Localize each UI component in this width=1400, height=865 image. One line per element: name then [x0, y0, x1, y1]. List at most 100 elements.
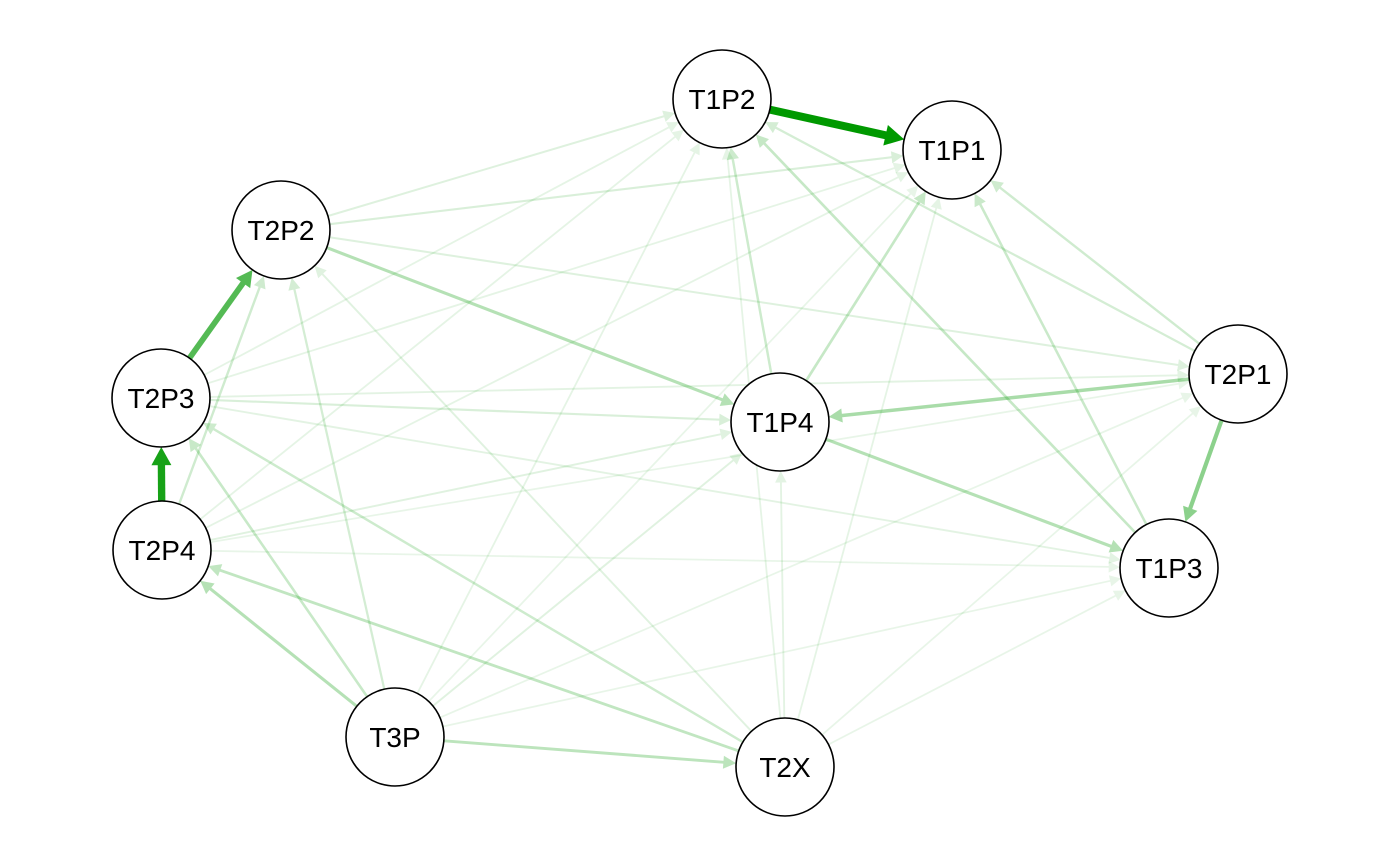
node-circle[interactable]	[902, 100, 1002, 200]
edge-T2X-T2P3	[203, 422, 744, 744]
node-t2p3[interactable]: T2P3	[111, 348, 211, 448]
node-t1p2[interactable]: T1P2	[672, 49, 772, 149]
node-circle[interactable]	[1119, 518, 1219, 618]
arrowhead	[1183, 505, 1198, 522]
edge-line	[805, 200, 921, 382]
node-t2x[interactable]: T2X	[735, 717, 835, 817]
node-t1p3[interactable]: T1P3	[1119, 518, 1219, 618]
edge-T2P3-T2P2	[187, 269, 253, 360]
node-t1p4[interactable]: T1P4	[730, 372, 830, 472]
edge-line	[840, 377, 1190, 418]
arrowhead	[208, 564, 223, 577]
node-circle[interactable]	[112, 500, 212, 600]
arrowhead	[1177, 369, 1189, 382]
arrowhead	[974, 193, 986, 208]
arrowhead	[719, 393, 735, 406]
edge-T3P-T2P4	[200, 580, 358, 708]
arrowhead	[765, 122, 779, 134]
arrowhead	[890, 151, 904, 164]
node-circle[interactable]	[111, 348, 211, 448]
node-t2p1[interactable]: T2P1	[1188, 324, 1288, 424]
edge-T3P-T2P1	[439, 392, 1193, 719]
edges-layer	[151, 105, 1224, 769]
arrowhead	[1108, 539, 1124, 553]
node-t1p1[interactable]: T1P1	[902, 100, 1002, 200]
arrowhead	[1177, 378, 1190, 390]
arrowhead	[729, 453, 743, 465]
node-label: T2P4	[129, 535, 196, 566]
edge-T2P3-T2P1	[209, 369, 1189, 398]
edge-T2P4-T1P4	[209, 428, 732, 542]
edge-T2X-T2P2	[314, 265, 753, 732]
edge-line	[998, 186, 1201, 345]
edge-line	[210, 550, 1110, 568]
edge-T2P1-T1P2	[765, 122, 1196, 353]
arrowhead	[895, 172, 909, 183]
edge-T2P4-T2P3	[151, 447, 172, 502]
edge-line	[731, 158, 773, 375]
edge-T3P-T1P4	[432, 453, 743, 707]
node-label: T1P4	[747, 407, 814, 438]
edge-T2P3-T1P1	[207, 162, 906, 385]
edge-line	[762, 141, 1137, 534]
node-circle[interactable]	[231, 180, 331, 280]
node-t2p4[interactable]: T2P4	[112, 500, 212, 600]
node-t3p[interactable]: T3P	[345, 687, 445, 787]
edge-line	[207, 166, 896, 385]
edge-line	[209, 405, 1111, 560]
arrowhead	[930, 197, 942, 210]
arrowhead	[721, 147, 734, 160]
node-label: T2P1	[1205, 359, 1272, 390]
node-label: T1P1	[919, 135, 986, 166]
arrowhead	[775, 471, 787, 483]
edge-line	[208, 586, 358, 708]
edge-T3P-T2P3	[188, 438, 369, 698]
edge-line	[439, 396, 1184, 719]
arrowhead	[1177, 359, 1190, 371]
edge-line	[432, 458, 735, 707]
node-circle[interactable]	[730, 372, 830, 472]
arrowhead	[1108, 552, 1121, 564]
node-label: T2P3	[128, 383, 195, 414]
arrowhead	[906, 185, 919, 198]
node-circle[interactable]	[735, 717, 835, 817]
edge-T2P4-T1P1	[205, 172, 909, 529]
node-label: T2P2	[248, 215, 315, 246]
node-circle[interactable]	[672, 49, 772, 149]
arrowhead	[314, 265, 327, 279]
arrowhead	[200, 580, 215, 595]
edge-T2P1-T1P4	[828, 377, 1190, 423]
edge-line	[768, 105, 888, 140]
edge-line	[209, 433, 722, 542]
arrowhead	[828, 408, 843, 423]
edge-line	[210, 382, 1180, 543]
edge-T1P3-T1P1	[974, 193, 1148, 526]
edge-T1P4-T1P2	[726, 147, 773, 375]
edge-T2P3-T1P3	[209, 405, 1121, 564]
arrowhead	[1180, 392, 1193, 404]
edge-T2P2-T1P2	[327, 110, 675, 217]
arrowhead	[689, 142, 700, 156]
edge-line	[199, 135, 677, 521]
node-t2p2[interactable]: T2P2	[231, 180, 331, 280]
node-circle[interactable]	[1188, 324, 1288, 424]
edge-line	[416, 151, 696, 694]
arrowhead	[1108, 561, 1120, 573]
edge-T2P2-T1P1	[329, 151, 904, 226]
edge-line	[828, 594, 1117, 746]
edge-T2P2-T1P4	[326, 246, 735, 406]
edge-line	[774, 126, 1196, 353]
edge-T2P4-T2P1	[210, 378, 1190, 543]
arrowhead	[892, 162, 906, 174]
arrowhead	[719, 428, 732, 440]
edge-line	[327, 115, 666, 217]
arrowhead	[671, 129, 684, 142]
edge-T2P3-T1P2	[203, 122, 679, 376]
edge-T3P-T1P1	[428, 185, 919, 703]
edge-T2X-T1P3	[828, 590, 1126, 746]
edge-T3P-T2X	[443, 739, 737, 769]
arrowhead	[1108, 575, 1122, 587]
node-circle[interactable]	[345, 687, 445, 787]
